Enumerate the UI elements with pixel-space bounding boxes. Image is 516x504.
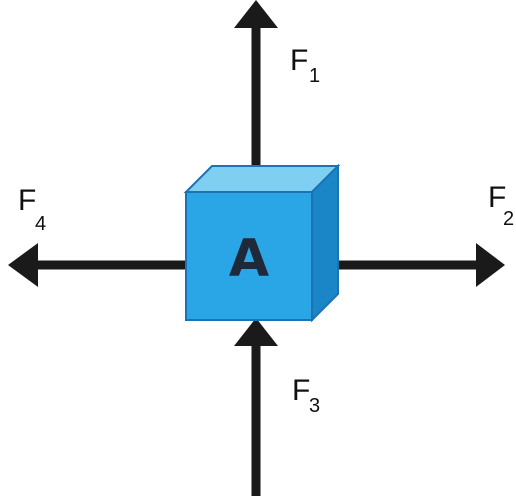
force-arrow-f4 <box>8 243 186 287</box>
block-a: A <box>183 163 341 323</box>
force-label-f2: F 2 <box>488 181 514 230</box>
force-letter: F <box>488 181 506 214</box>
svg-text:F: F <box>290 44 308 77</box>
force-subscript: 2 <box>503 208 514 230</box>
arrowhead-up-icon <box>234 318 278 346</box>
force-letter: F <box>292 374 310 407</box>
force-subscript: 4 <box>35 213 46 235</box>
force-label-f4: F 4 <box>18 184 46 235</box>
force-letter: F <box>290 44 308 77</box>
force-letter: F <box>18 184 36 217</box>
arrowhead-right-icon <box>476 243 505 287</box>
block-side-face <box>311 163 339 323</box>
force-subscript: 1 <box>309 65 320 87</box>
block-label: A <box>229 229 269 289</box>
force-arrow-f2 <box>324 243 505 287</box>
force-arrow-f3 <box>234 318 278 496</box>
svg-text:F: F <box>292 374 310 407</box>
force-label-f1: F 1 <box>290 44 320 87</box>
arrowhead-left-icon <box>8 243 38 287</box>
arrowhead-up-icon <box>234 0 278 28</box>
force-label-f3: F 3 <box>292 374 320 417</box>
force-arrow-f1 <box>234 0 278 178</box>
force-subscript: 3 <box>309 395 320 417</box>
svg-text:F: F <box>488 181 506 214</box>
svg-text:F: F <box>18 184 36 217</box>
block-front-face <box>185 191 313 321</box>
